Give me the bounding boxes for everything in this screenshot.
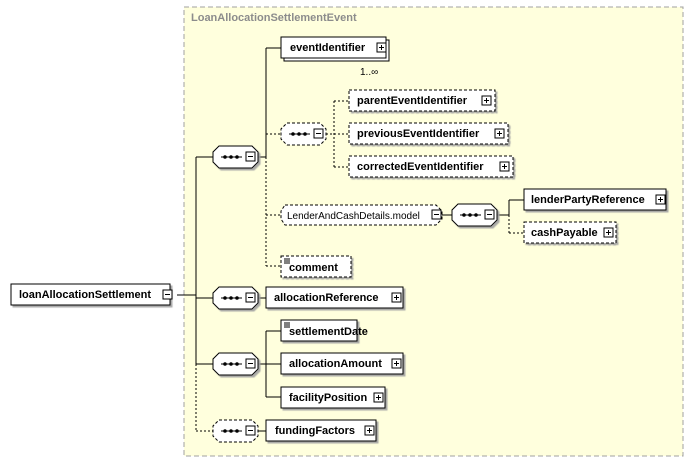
element-allocationAmount[interactable]: allocationAmount xyxy=(280,352,404,375)
collapse-icon[interactable] xyxy=(245,151,256,162)
simple-type-icon xyxy=(284,322,290,328)
group-LenderAndCashDetails[interactable]: LenderAndCashDetails.model xyxy=(280,204,443,226)
element-label: parentEventIdentifier xyxy=(357,95,468,107)
element-cashPayable[interactable]: cashPayable xyxy=(523,221,617,244)
collapse-icon[interactable] xyxy=(484,209,495,220)
root-element[interactable]: loanAllocationSettlement xyxy=(10,283,173,306)
element-label: facilityPosition xyxy=(289,392,368,404)
expand-plus-icon[interactable] xyxy=(391,292,402,303)
root-element-label: loanAllocationSettlement xyxy=(19,289,151,301)
element-label: cashPayable xyxy=(531,227,598,239)
expand-plus-icon[interactable] xyxy=(376,42,387,53)
element-parentEventIdentifier[interactable]: parentEventIdentifier xyxy=(348,89,496,112)
element-label: eventIdentifier xyxy=(290,42,366,54)
expand-plus-icon[interactable] xyxy=(391,358,402,369)
sequence-compositor-funding[interactable] xyxy=(212,419,259,443)
element-label: allocationAmount xyxy=(289,358,382,370)
element-label: lenderPartyReference xyxy=(531,194,645,206)
cardinality-label: 1..∞ xyxy=(360,67,378,78)
element-label: comment xyxy=(289,262,338,274)
element-comment[interactable]: comment xyxy=(280,255,352,278)
group-label: LenderAndCashDetails.model xyxy=(287,211,420,222)
element-previousEventIdentifier[interactable]: previousEventIdentifier xyxy=(348,122,509,145)
sequence-compositor-allocation[interactable] xyxy=(212,286,259,310)
collapse-icon[interactable] xyxy=(245,358,256,369)
expand-minus-icon[interactable] xyxy=(162,289,173,300)
expand-plus-icon[interactable] xyxy=(655,194,666,205)
element-lenderPartyReference[interactable]: lenderPartyReference xyxy=(523,188,667,211)
element-settlementDate[interactable]: settlementDate xyxy=(280,319,368,342)
simple-type-icon xyxy=(284,258,290,264)
sequence-compositor-main[interactable] xyxy=(212,145,259,169)
collapse-icon[interactable] xyxy=(245,292,256,303)
expand-plus-icon[interactable] xyxy=(499,161,510,172)
element-label: allocationReference xyxy=(274,292,379,304)
expand-plus-icon[interactable] xyxy=(603,227,614,238)
sequence-compositor-settlement[interactable] xyxy=(212,352,259,376)
element-label: fundingFactors xyxy=(275,425,355,437)
collapse-icon[interactable] xyxy=(245,425,256,436)
context-title: LoanAllocationSettlementEvent xyxy=(191,12,357,24)
sequence-compositor-lender[interactable] xyxy=(451,203,498,227)
element-facilityPosition[interactable]: facilityPosition xyxy=(280,386,386,409)
element-allocationReference[interactable]: allocationReference xyxy=(265,286,404,309)
element-eventIdentifier[interactable]: eventIdentifier 1..∞ xyxy=(280,36,390,78)
collapse-icon[interactable] xyxy=(431,209,442,220)
element-correctedEventIdentifier[interactable]: correctedEventIdentifier xyxy=(348,155,514,178)
expand-plus-icon[interactable] xyxy=(364,425,375,436)
connectors xyxy=(177,47,524,432)
sequence-compositor-events[interactable] xyxy=(280,122,327,146)
collapse-icon[interactable] xyxy=(313,128,324,139)
expand-plus-icon[interactable] xyxy=(373,392,384,403)
expand-plus-icon[interactable] xyxy=(494,128,505,139)
element-label: previousEventIdentifier xyxy=(357,128,480,140)
element-label: settlementDate xyxy=(289,326,368,338)
element-label: correctedEventIdentifier xyxy=(357,161,484,173)
expand-plus-icon[interactable] xyxy=(481,95,492,106)
element-fundingFactors[interactable]: fundingFactors xyxy=(265,419,377,442)
